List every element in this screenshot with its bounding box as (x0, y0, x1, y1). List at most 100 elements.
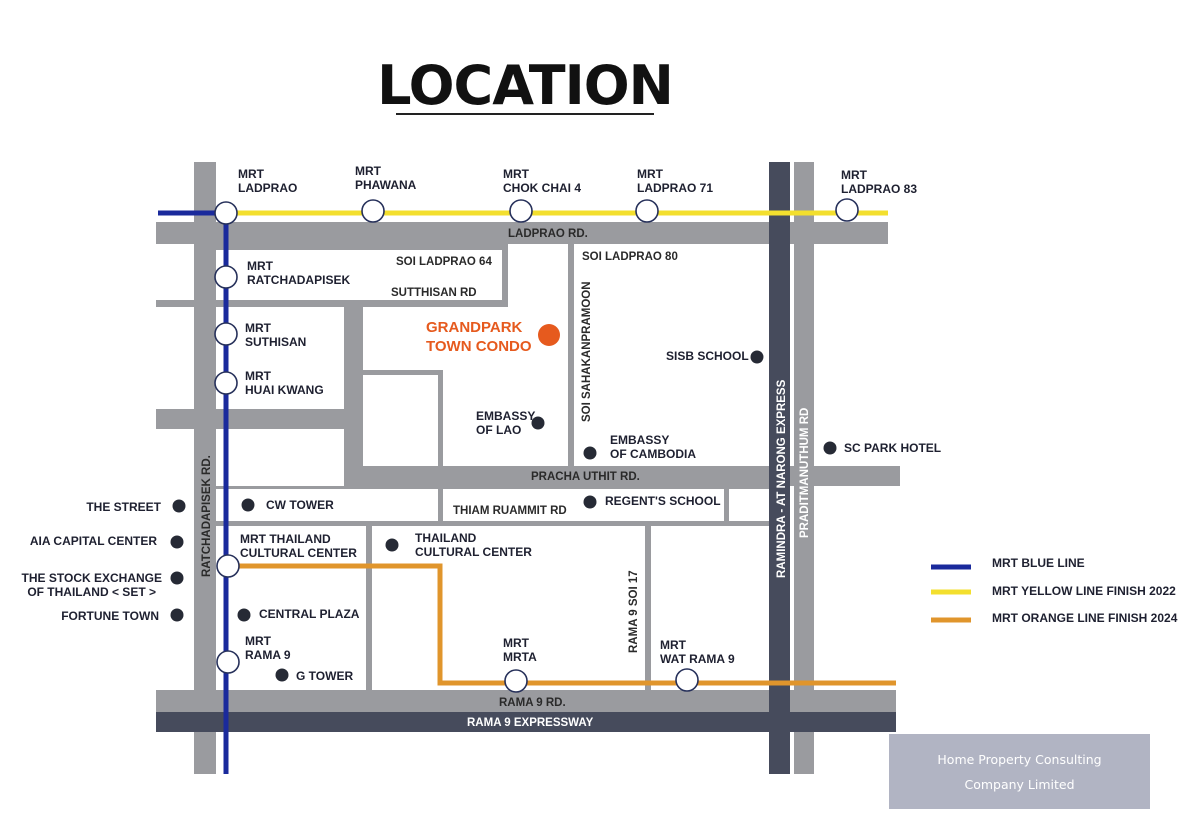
road-thiam-ruammit-top (216, 486, 770, 489)
label-soi-sahakanpramoon: SOI SAHAKANPRAMOON (581, 281, 593, 422)
legend-blue-label: MRT BLUE LINE (992, 556, 1085, 570)
poi-fortune-dot (170, 608, 184, 622)
road-branch-mid (344, 307, 363, 486)
station-huaikwang-marker (214, 371, 238, 395)
poi-gtower-dot (275, 668, 289, 682)
road-soi-ladprao-64-vertical (502, 243, 508, 305)
road-thiam-ruammit-v2 (724, 486, 729, 526)
station-chokchai4-marker (509, 199, 533, 223)
map-legend: MRT BLUE LINE MRT YELLOW LINE FINISH 202… (931, 556, 1178, 625)
poi-embassy-cambodia-dot (583, 446, 597, 460)
road-rama9-soi17 (645, 526, 651, 692)
label-ramindra-expressway: RAMINDRA - AT NARONG EXPRESS (776, 379, 788, 578)
station-ladprao83-marker (835, 198, 859, 222)
station-suthisan-marker (214, 322, 238, 346)
label-poi-sisb: SISB SCHOOL (666, 349, 749, 363)
title-underline (396, 113, 654, 115)
label-praditmanuthum-rd: PRADITMANUTHUM RD (799, 408, 811, 538)
station-phawana-marker (361, 199, 385, 223)
label-sutthisan-rd: SUTTHISAN RD (391, 287, 477, 299)
road-pracha-uthit (344, 466, 900, 486)
poi-the-street-dot (172, 499, 186, 513)
watermark-line-2: Company Limited (964, 776, 1075, 792)
poi-cw-tower-dot (241, 498, 255, 512)
project-marker (538, 324, 560, 346)
watermark: Home Property Consulting Company Limited (889, 734, 1150, 809)
label-rama9-rd: RAMA 9 RD. (499, 697, 566, 709)
legend-orange-label: MRT ORANGE LINE FINISH 2024 (992, 611, 1178, 625)
poi-embassy-lao-dot (531, 416, 545, 430)
poi-aia-dot (170, 535, 184, 549)
label-thiam-ruammit-rd: THIAM RUAMMIT RD (453, 505, 567, 517)
road-thiam-ruammit (216, 521, 770, 526)
label-poi-cw-tower: CW TOWER (266, 498, 334, 512)
label-poi-central: CENTRAL PLAZA (259, 607, 360, 621)
label-soi-ladprao-64: SOI LADPRAO 64 (396, 256, 492, 268)
page-title: LOCATION (377, 54, 674, 117)
label-poi-aia: AIA CAPITAL CENTER (30, 534, 157, 548)
mrt-orange-line (226, 563, 896, 686)
road-soi-ladprao-64 (216, 243, 507, 250)
road-ratchadapisek (194, 162, 216, 774)
poi-set-dot (170, 571, 184, 585)
road-network (156, 162, 900, 774)
transit-lines (158, 210, 896, 774)
watermark-line-1: Home Property Consulting (937, 751, 1102, 767)
station-watrama9-marker (675, 668, 699, 692)
poi-sc-park-dot (823, 441, 837, 455)
label-rama9-soi17: RAMA 9 SOI 17 (628, 570, 640, 653)
road-soi-sahakanpramoon (568, 243, 574, 468)
station-rama9-marker (216, 650, 240, 674)
road-thiam-ruammit-v1 (438, 486, 443, 526)
legend-yellow-label: MRT YELLOW LINE FINISH 2022 (992, 584, 1176, 598)
road-loop-side (438, 370, 443, 468)
label-poi-sc-park: SC PARK HOTEL (844, 441, 941, 455)
poi-sisb-dot (750, 350, 764, 364)
road-ramindra-expressway (769, 162, 790, 774)
poi-regents-dot (583, 495, 597, 509)
poi-markers (170, 350, 837, 682)
label-poi-gtower: G TOWER (296, 669, 353, 683)
station-ladprao-marker (214, 201, 238, 225)
station-markers (214, 198, 859, 693)
road-minor-v3 (366, 526, 372, 692)
poi-central-dot (237, 608, 251, 622)
road-sutthisan (156, 300, 508, 307)
label-poi-fortune: FORTUNE TOWN (61, 609, 159, 623)
label-ratchadapisek-rd: RATCHADAPISEK RD. (201, 455, 213, 577)
road-ladprao (156, 222, 888, 244)
road-huai-kwang-link (156, 409, 352, 429)
label-rama9-expressway: RAMA 9 EXPRESSWAY (467, 717, 594, 729)
station-ratchadapisek-marker (214, 265, 238, 289)
station-ladprao71-marker (635, 199, 659, 223)
label-poi-the-street: THE STREET (86, 500, 161, 514)
road-loop-top (363, 370, 443, 375)
station-thailand-cc-marker (216, 554, 240, 578)
poi-thailand-cc-dot (385, 538, 399, 552)
label-soi-ladprao-80: SOI LADPRAO 80 (582, 251, 678, 263)
road-rama9-expressway (156, 712, 896, 732)
road-rama9 (156, 690, 896, 712)
station-mrta-marker (504, 669, 528, 693)
label-pracha-uthit-rd: PRACHA UTHIT RD. (531, 471, 640, 483)
label-ladprao-rd: LADPRAO RD. (508, 228, 588, 240)
label-poi-regents: REGENT'S SCHOOL (605, 494, 721, 508)
